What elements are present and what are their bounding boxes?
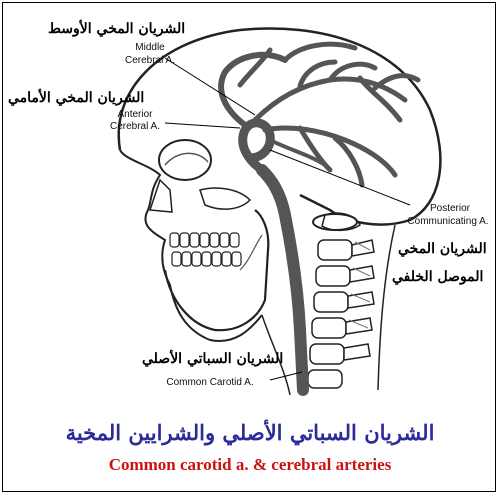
middle-cerebral-label-en-2: Cerebral A. [105,56,195,66]
caption-english: Common carotid a. & cerebral arteries [0,455,500,475]
caption-arabic: الشريان السباتي الأصلي والشرايين المخية [0,420,500,445]
anterior-cerebral-artery [221,55,285,125]
mandible [165,210,268,330]
lower-teeth [172,252,241,266]
anterior-cerebral-label-en-2: Cerebral A. [90,122,180,132]
common-carotid-label-ar: الشريان السباتي الأصلي [142,352,283,366]
anterior-cerebral-label-ar: الشريان المخي الأمامي [8,91,144,105]
nasal-cavity [150,180,172,212]
upper-teeth [170,233,239,247]
posterior-communicating-label-ar-1: الشريان المخي [398,242,487,256]
posterior-communicating-label-ar-2: الموصل الخلفي [392,270,483,284]
eye-socket [159,140,211,180]
posterior-communicating-label-en-1: Posterior [410,204,490,214]
common-carotid-label-en: Common Carotid A. [150,378,270,388]
anterior-cerebral-label-en-1: Anterior [105,110,165,120]
middle-cerebral-branches [240,44,418,185]
middle-cerebral-label-en-1: Middle [120,43,180,53]
cervical-spine [308,213,374,388]
middle-cerebral-label-ar: الشريان المخي الأوسط [48,22,185,36]
posterior-communicating-label-en-2: Communicating A. [398,217,498,227]
